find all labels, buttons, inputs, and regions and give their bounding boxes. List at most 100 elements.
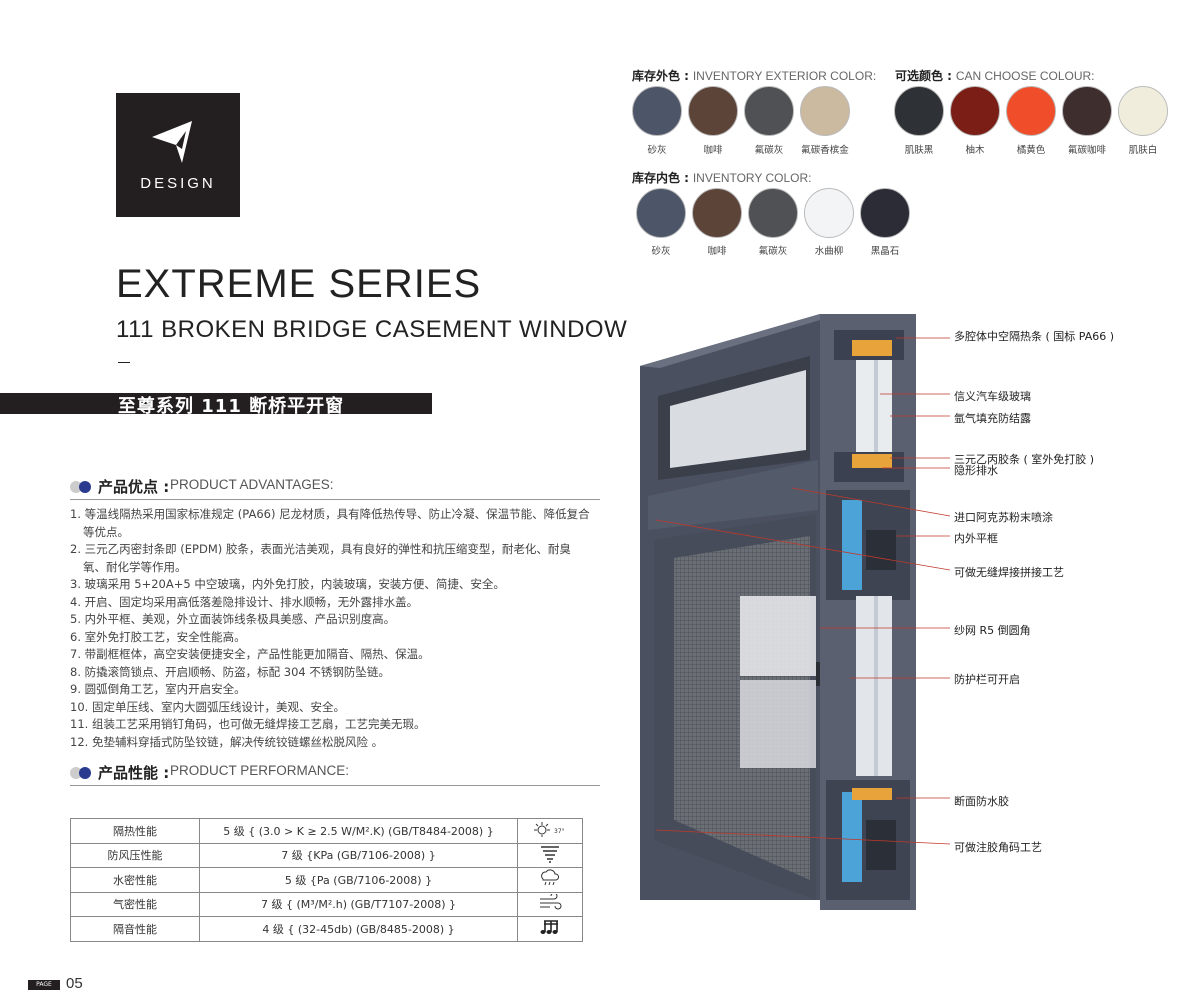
chinese-title: 至尊系列 111 断桥平开窗 bbox=[118, 396, 345, 417]
exterior-color-title: 库存外色 : INVENTORY EXTERIOR COLOR: bbox=[632, 67, 876, 84]
color-swatch bbox=[894, 86, 944, 136]
exterior-title-cn: 库存外色 : bbox=[632, 69, 689, 83]
design-logo: DESIGN bbox=[116, 93, 240, 217]
swatch-label: 氟碳香槟金 bbox=[801, 145, 849, 156]
callout-label: 氩气填充防结露 bbox=[954, 412, 1031, 425]
swatch-label: 咖啡 bbox=[703, 145, 723, 156]
list-item: 4. 开启、固定均采用高低落差隐排设计、排水顺畅，无外露排水盖。 bbox=[70, 594, 419, 609]
color-swatch bbox=[1006, 86, 1056, 136]
color-swatch bbox=[748, 188, 798, 238]
color-swatch bbox=[1118, 86, 1168, 136]
callout-label: 隐形排水 bbox=[954, 464, 998, 477]
color-swatch bbox=[688, 86, 738, 136]
color-swatch bbox=[1062, 86, 1112, 136]
page-number: 05 bbox=[66, 975, 83, 992]
logo-text: DESIGN bbox=[140, 175, 216, 192]
list-item: 12. 免垫辅料穿插式防坠铰链，解决传统铰链螺丝松脱风险 。 bbox=[70, 734, 384, 749]
swatch-label: 砂灰 bbox=[647, 145, 667, 156]
performance-name: 隔音性能 bbox=[70, 916, 200, 942]
color-swatch bbox=[692, 188, 742, 238]
list-item: 5. 内外平框、美观，外立面装饰线条极具美感、产品识别度高。 bbox=[70, 612, 396, 626]
performance-name: 水密性能 bbox=[70, 867, 200, 893]
triangle-logo-icon bbox=[152, 121, 192, 163]
color-swatch bbox=[800, 86, 850, 136]
performance-value: 7 级 {KPa (GB/7106-2008) } bbox=[199, 842, 518, 868]
optional-title-cn: 可选颜色 : bbox=[895, 69, 952, 83]
advantages-heading: 产品优点 : PRODUCT ADVANTAGES: bbox=[70, 475, 600, 500]
color-swatch bbox=[636, 188, 686, 238]
rain-cloud-icon bbox=[517, 867, 583, 893]
list-item: 7. 带副框框体，高空安装便捷安全，产品性能更加隔音、隔热、保温。 bbox=[70, 647, 430, 661]
color-swatch bbox=[632, 86, 682, 136]
callout-label: 纱网 R5 倒圆角 bbox=[954, 624, 1031, 637]
table-row: 隔热性能 5 级 { (3.0 > K ≥ 2.5 W/M².K) (GB/T8… bbox=[70, 818, 583, 844]
series-title: EXTREME SERIES bbox=[116, 262, 482, 306]
swatch-label: 咖啡 bbox=[707, 246, 727, 257]
swatch-label: 橘黄色 bbox=[1016, 145, 1046, 156]
callout-label: 多腔体中空隔热条 ( 国标 PA66 ) bbox=[954, 330, 1115, 343]
sun-temperature-icon: 37° bbox=[517, 818, 583, 844]
wind-icon bbox=[517, 891, 583, 917]
swatch-label: 砂灰 bbox=[651, 246, 671, 257]
callout-label: 可做无缝焊接拼接工艺 bbox=[954, 566, 1064, 579]
bullet-dots-icon bbox=[70, 767, 94, 779]
swatch-label: 氟碳灰 bbox=[758, 246, 788, 257]
table-row: 气密性能 7 级 { (M³/M².h) (GB/T7107-2008) } bbox=[70, 891, 583, 917]
optional-title-en: CAN CHOOSE COLOUR: bbox=[955, 69, 1095, 83]
performance-value: 5 级 {Pa (GB/7106-2008) } bbox=[199, 867, 518, 893]
table-row: 防风压性能 7 级 {KPa (GB/7106-2008) } bbox=[70, 842, 583, 868]
swatch-label: 氟碳咖啡 bbox=[1067, 145, 1106, 156]
performance-name: 隔热性能 bbox=[70, 818, 200, 844]
advantages-heading-cn: 产品优点 : bbox=[98, 478, 170, 496]
performance-heading: 产品性能 : PRODUCT PERFORMANCE: bbox=[70, 761, 600, 786]
callout-label: 信义汽车级玻璃 bbox=[954, 390, 1031, 403]
list-item: 1. 等温线隔热采用国家标准规定 (PA66) 尼龙材质，具有降低热传导、防止冷… bbox=[70, 507, 590, 539]
exterior-title-en: INVENTORY EXTERIOR COLOR: bbox=[692, 69, 877, 83]
color-swatch bbox=[860, 188, 910, 238]
callout-label: 进口阿克苏粉末喷涂 bbox=[954, 511, 1053, 524]
performance-heading-cn: 产品性能 : bbox=[98, 764, 170, 782]
window-section-illustration bbox=[640, 314, 951, 910]
optional-color-title: 可选颜色 : CAN CHOOSE COLOUR: bbox=[895, 67, 1095, 84]
table-row: 隔音性能 4 级 { (32-45db) (GB/8485-2008) } bbox=[70, 916, 583, 942]
list-item: 10. 固定单压线、室内大圆弧压线设计，美观、安全。 bbox=[70, 699, 345, 714]
performance-name: 气密性能 bbox=[70, 891, 200, 917]
advantages-list: 1. 等温线隔热采用国家标准规定 (PA66) 尼龙材质，具有降低热传导、防止冷… bbox=[70, 506, 590, 751]
page-label: PAGE bbox=[28, 980, 60, 990]
callout-label: 防护栏可开启 bbox=[954, 673, 1020, 686]
callout-label: 三元乙丙胶条 ( 室外免打胶 ) bbox=[954, 453, 1095, 466]
list-item: 8. 防撬滚筒锁点、开启顺畅、防盗，标配 304 不锈钢防坠链。 bbox=[70, 664, 390, 679]
callout-label: 可做注胶角码工艺 bbox=[954, 841, 1042, 854]
list-item: 11. 组装工艺采用销钉角码，也可做无缝焊接工艺扇，工艺完美无瑕。 bbox=[70, 717, 426, 731]
swatch-label: 柚木 bbox=[965, 145, 985, 156]
table-row: 水密性能 5 级 {Pa (GB/7106-2008) } bbox=[70, 867, 583, 893]
swatch-label: 水曲柳 bbox=[814, 246, 844, 257]
swatch-label: 肌肤黑 bbox=[904, 145, 934, 156]
color-swatch bbox=[744, 86, 794, 136]
list-item: 9. 圆弧倒角工艺，室内开启安全。 bbox=[70, 682, 246, 696]
performance-name: 防风压性能 bbox=[70, 842, 200, 868]
performance-table: 隔热性能 5 级 { (3.0 > K ≥ 2.5 W/M².K) (GB/T8… bbox=[70, 818, 583, 942]
performance-value: 5 级 { (3.0 > K ≥ 2.5 W/M².K) (GB/T8484-2… bbox=[199, 818, 518, 844]
list-item: 6. 室外免打胶工艺，安全性能高。 bbox=[70, 629, 246, 644]
chinese-title-banner: 至尊系列 111 断桥平开窗 bbox=[0, 393, 432, 417]
interior-color-title: 库存内色 : INVENTORY COLOR: bbox=[632, 169, 812, 186]
performance-heading-en: PRODUCT PERFORMANCE: bbox=[170, 763, 350, 778]
color-swatch bbox=[950, 86, 1000, 136]
performance-value: 7 级 { (M³/M².h) (GB/T7107-2008) } bbox=[199, 891, 518, 917]
swatch-label: 氟碳灰 bbox=[754, 145, 784, 156]
divider-dash bbox=[118, 362, 130, 363]
svg-text:37°: 37° bbox=[554, 828, 565, 835]
callout-label: 内外平框 bbox=[954, 532, 998, 545]
swatch-label: 黑晶石 bbox=[870, 246, 900, 257]
list-item: 2. 三元乙丙密封条即 (EPDM) 胶条，表面光洁美观，具有良好的弹性和抗压缩… bbox=[70, 542, 571, 574]
series-subtitle: 111 BROKEN BRIDGE CASEMENT WINDOW bbox=[116, 316, 628, 343]
color-swatch bbox=[804, 188, 854, 238]
interior-title-cn: 库存内色 : bbox=[632, 171, 689, 185]
performance-value: 4 级 { (32-45db) (GB/8485-2008) } bbox=[199, 916, 518, 942]
tornado-icon bbox=[517, 842, 583, 868]
list-item: 3. 玻璃采用 5+20A+5 中空玻璃，内外免打胶，内装玻璃，安装方便、简捷、… bbox=[70, 577, 505, 591]
swatch-label: 肌肤白 bbox=[1128, 145, 1158, 156]
interior-title-en: INVENTORY COLOR: bbox=[692, 171, 812, 185]
bullet-dots-icon bbox=[70, 481, 94, 493]
